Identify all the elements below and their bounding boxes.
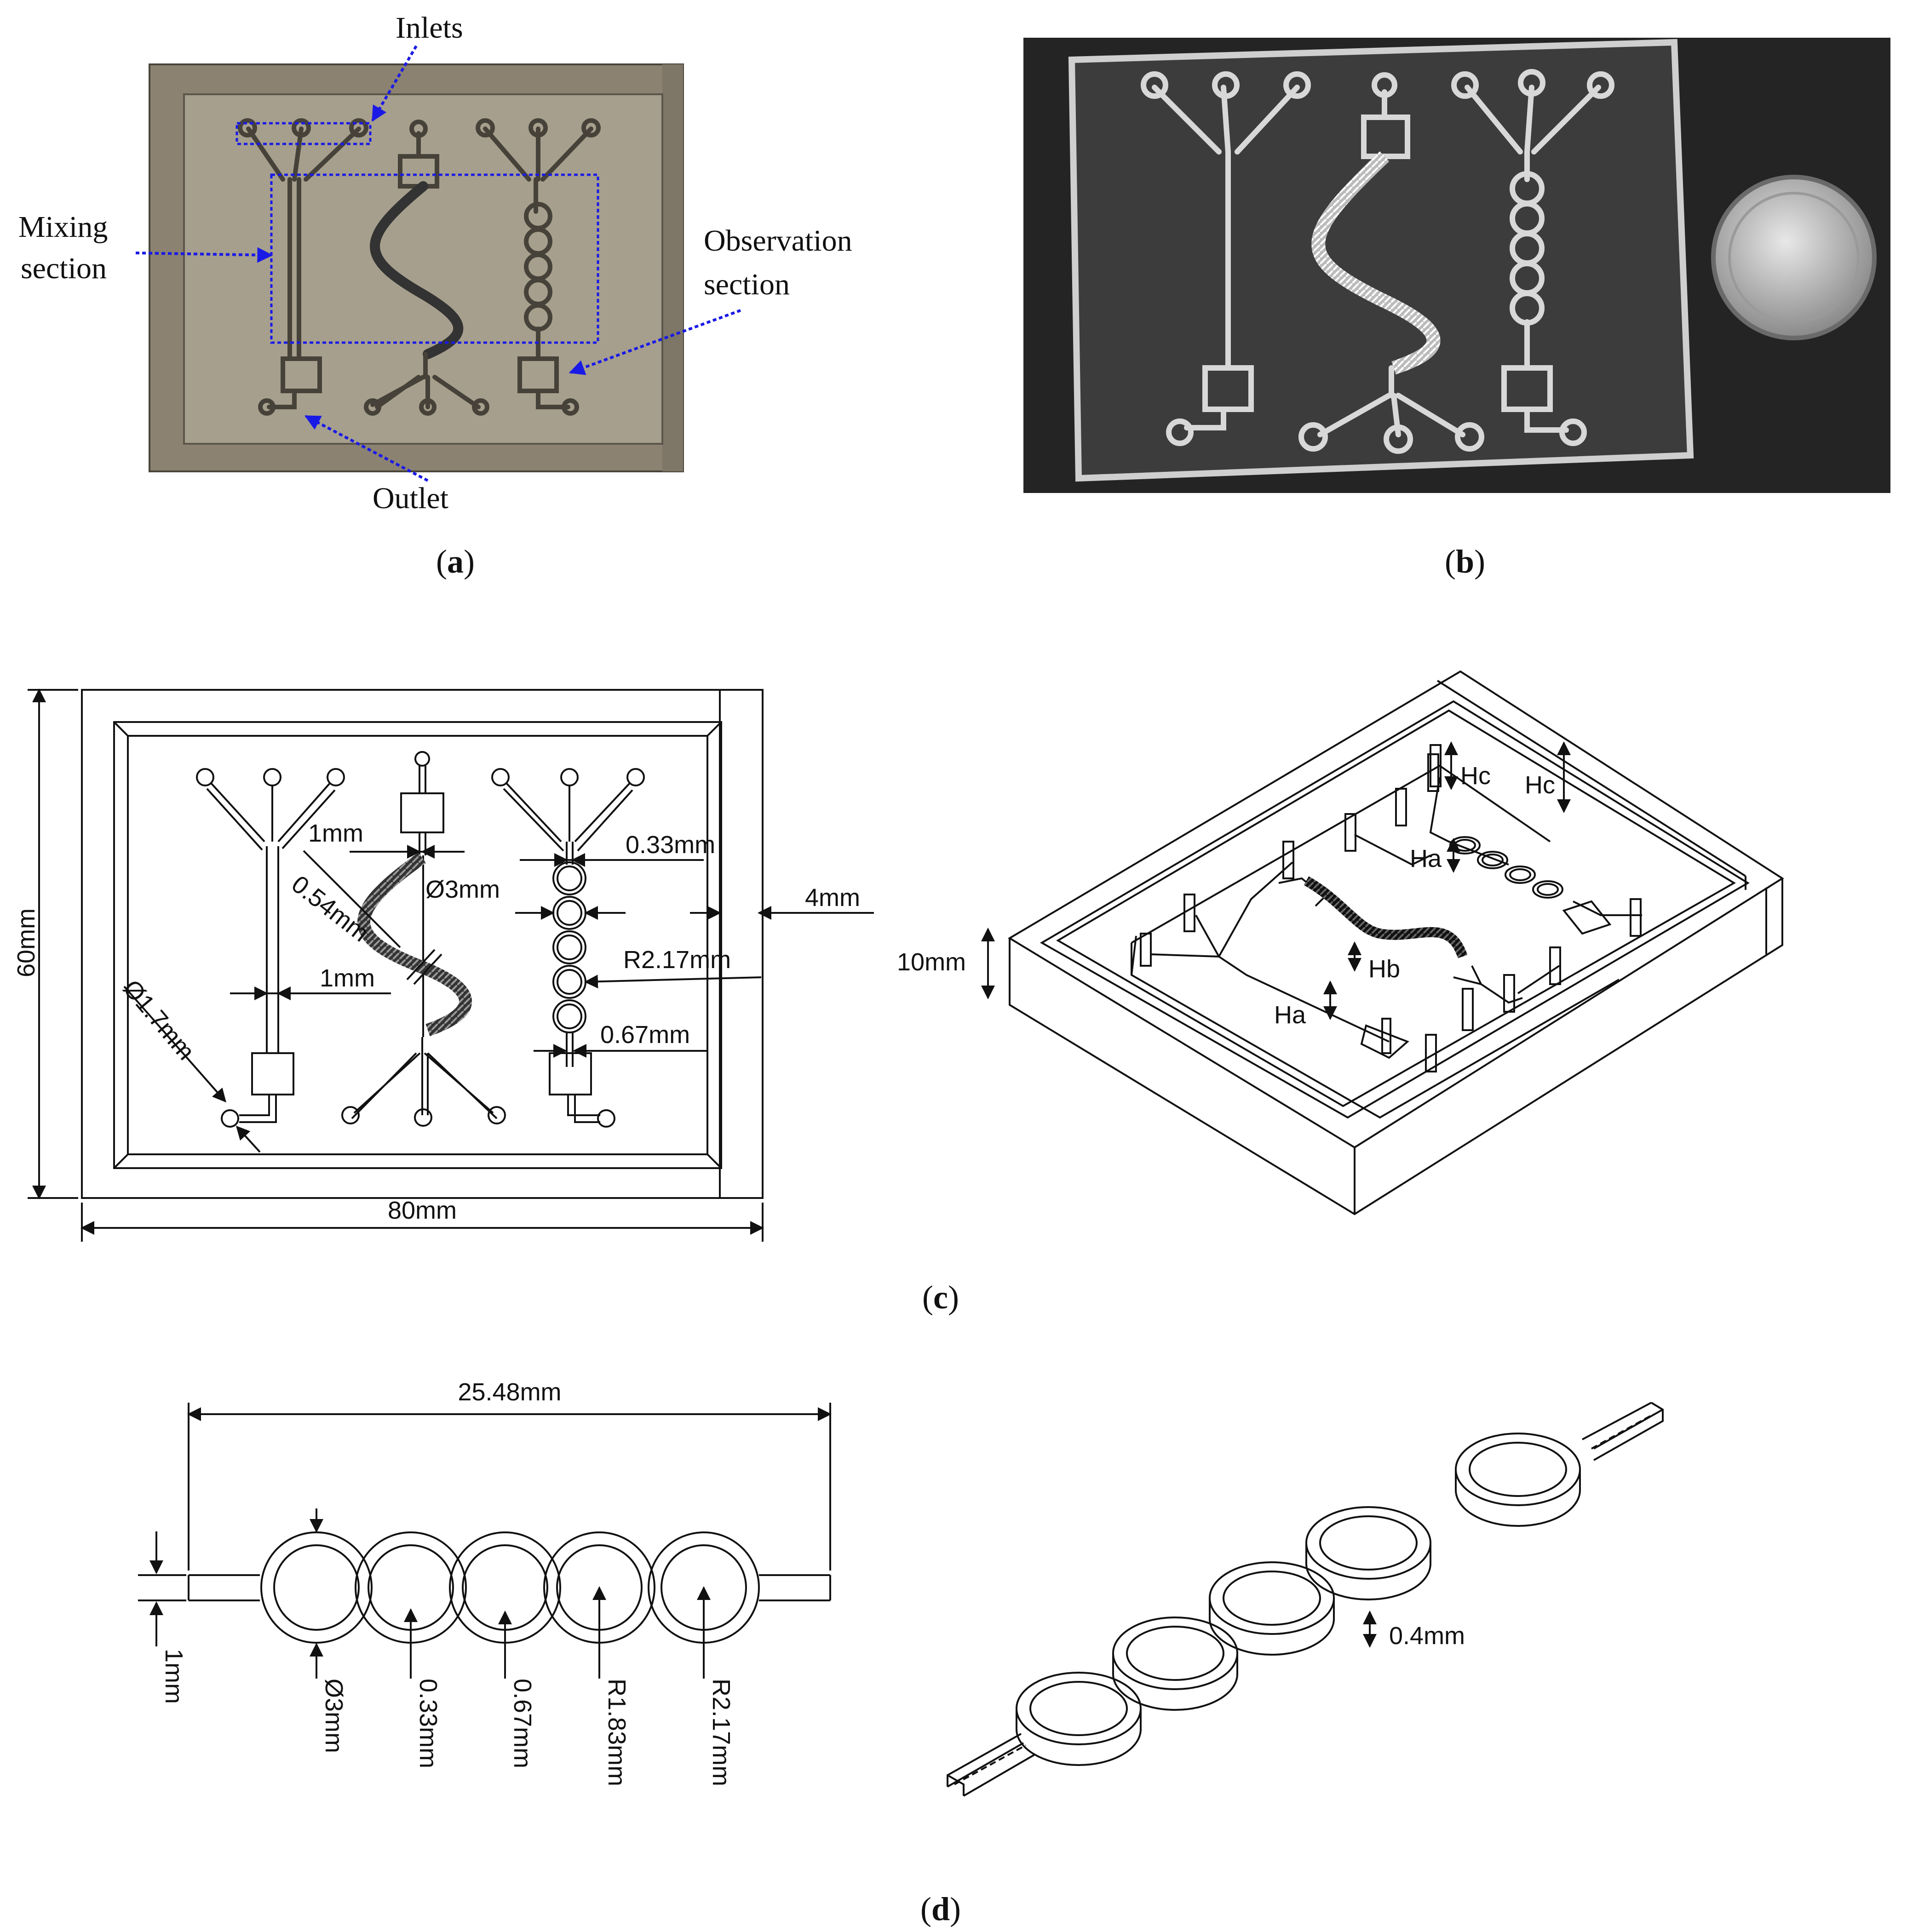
observation-arrow [569, 309, 741, 375]
panel-b-label: (b) [1445, 543, 1485, 580]
dim-r217mm-d: R2.17mm [707, 1679, 735, 1786]
channel-network-b2 [1298, 69, 1614, 454]
observation-label-1: Observation [704, 224, 852, 258]
mixing-arrow [135, 247, 273, 263]
panel-d-drawing [138, 1403, 832, 1679]
chip-body [1068, 39, 1694, 482]
dim-2548mm: 25.48mm [458, 1378, 561, 1406]
dim-hc-2: Hc [1525, 771, 1555, 799]
panel-a-label: (a) [436, 543, 475, 580]
observation-label-2: section [704, 268, 790, 301]
dim-1mm-d: 1mm [160, 1649, 188, 1704]
panel-d-label: (d) [920, 1891, 961, 1927]
dim-4mm: 4mm [805, 884, 860, 912]
dim-10mm: 10mm [897, 948, 966, 976]
side-wall [662, 64, 683, 471]
dim-04mm: 0.4mm [1389, 1622, 1465, 1650]
coin [1711, 175, 1877, 340]
dim-hc-1: Hc [1460, 762, 1491, 790]
outlet-arrow [304, 415, 429, 482]
inlet-box [236, 122, 372, 145]
mixing-label-2: section [21, 252, 107, 285]
device-floor [183, 93, 663, 445]
channel-network-b [1141, 71, 1410, 446]
inlets-label: Inlets [396, 11, 463, 45]
dim-067mm: 0.67mm [600, 1021, 690, 1049]
mixing-braid-b [1311, 151, 1441, 375]
panel-b: (b) [1023, 38, 1890, 580]
inlet-arrow [371, 45, 418, 122]
panel-c-label: (c) [922, 1279, 959, 1316]
panel-a: Inlets Mixing section Observation sectio… [18, 11, 852, 580]
dim-1mm-mid: 1mm [320, 964, 375, 992]
dim-ha-2: Ha [1274, 1001, 1306, 1029]
dim-hb: Hb [1368, 955, 1400, 983]
panel-c-iso-labels: 10mm Hc Hc Ha Ha Hb [897, 762, 1555, 1029]
dim-d17mm: Ø1.7mm [118, 975, 200, 1065]
panel-c-drawing [81, 689, 764, 1199]
dim-d3mm-d: Ø3mm [320, 1679, 348, 1753]
dim-1mm-top: 1mm [308, 820, 363, 847]
channel-network-a [238, 118, 601, 416]
outer-frame [81, 689, 764, 1199]
panel-c-dimensions [28, 688, 874, 1242]
inner-frame [113, 721, 722, 1169]
dim-d3mm: Ø3mm [425, 876, 500, 903]
dim-ha-1: Ha [1410, 845, 1442, 872]
dim-r183mm: R1.83mm [603, 1679, 631, 1786]
mixing-label-1: Mixing [18, 210, 108, 244]
mixing-braid-c [357, 852, 472, 1037]
dim-r217mm: R2.17mm [623, 946, 731, 974]
outlet-label: Outlet [373, 482, 448, 515]
panel-c-isometric [981, 670, 1784, 1215]
panel-d-isometric [947, 1402, 1664, 1797]
dim-033mm-d: 0.33mm [414, 1679, 442, 1768]
dim-60mm: 60mm [12, 908, 40, 977]
dim-033mm: 0.33mm [626, 831, 715, 859]
coin-inner [1728, 192, 1860, 323]
mixing-braid-iso [1304, 876, 1468, 958]
panel-d-dimension-labels: 25.48mm 1mm Ø3mm 0.33mm 0.67mm R1.83mm R… [160, 1378, 735, 1786]
dim-80mm: 80mm [388, 1197, 457, 1224]
dim-067mm-d: 0.67mm [509, 1679, 536, 1768]
